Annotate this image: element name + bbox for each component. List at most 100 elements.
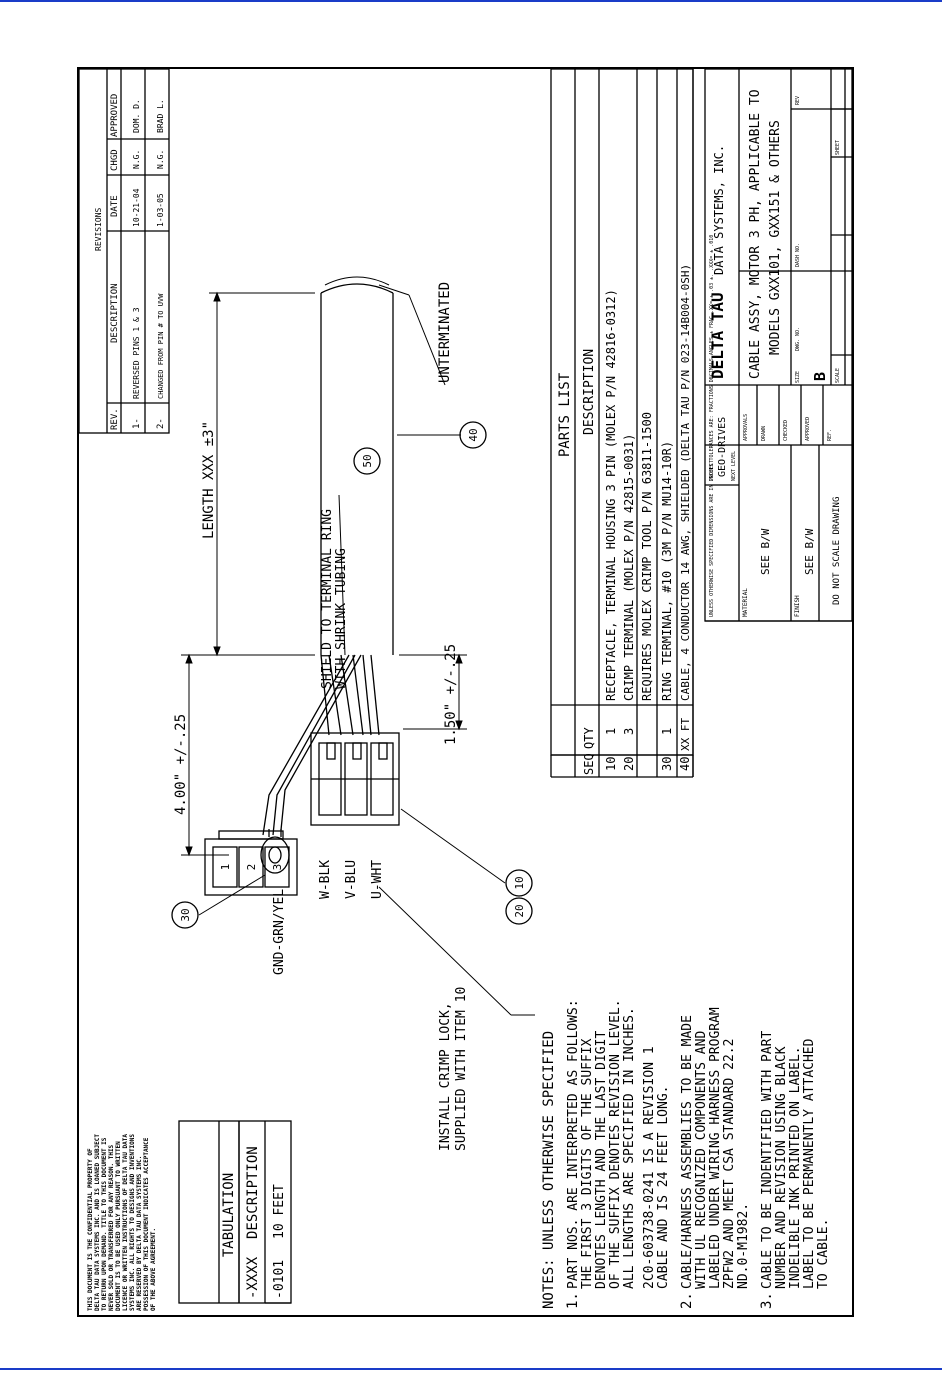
parts-r5-qty: XX FT [679, 718, 692, 751]
unterminated-label: UNTERMINATED [437, 282, 453, 383]
revisions-text: REVISIONS REV. DESCRIPTION DATE CHGD APP… [94, 94, 166, 430]
balloon-10-text: 10 [513, 876, 526, 889]
tabulation-text: TABULATION -XXXX DESCRIPTION -0101 10 FE… [221, 1146, 287, 1299]
note-1b-line-2: CABLE AND IS 24 FEET LONG. [656, 1086, 671, 1290]
tb-drawn-label: DRAWN [761, 426, 767, 441]
tabulation-table [178, 1120, 292, 1304]
parts-r2-seq: 20 [622, 757, 636, 771]
parts-r1-qty: 1 [604, 728, 618, 735]
leader-lines [198, 284, 535, 1016]
tabulation-title: TABULATION [221, 1173, 237, 1257]
tb-no-scale: DO NOT SCALE DRAWING [832, 497, 842, 605]
note-1-line-5: ALL LENGTHS ARE SPECIFIED IN INCHES. [622, 1007, 637, 1289]
parts-r2-desc: CRIMP TERMINAL (MOLEX P/N 42815-0031) [622, 434, 636, 701]
note-2-num: 2. [679, 1292, 695, 1309]
rev-row1-desc: REVERSED PINS 1 & 3 [132, 307, 141, 399]
note-2-line-4: ZPFW2 AND MEET CSA STANDARD 22.2 [722, 1039, 737, 1289]
drawing-sheet: THIS DOCUMENT IS THE CONFIDENTIAL PROPER… [79, 69, 852, 1315]
balloon-30-text: 30 [179, 908, 192, 921]
balloon-20-text: 20 [513, 904, 526, 917]
parts-r3-desc: REQUIRES MOLEX CRIMP TOOL P/N 63811-1500 [640, 412, 654, 701]
revisions-table [79, 69, 170, 434]
tb-ref-label: REF. [827, 429, 833, 441]
note-2-line-5: ND.0-M1982. [736, 1203, 751, 1289]
tb-finish-label: FINISH [794, 595, 801, 617]
u-label: U-WHT [370, 860, 385, 899]
pin-1-text: 1 [219, 864, 232, 871]
pin-2-text: 2 [245, 864, 258, 871]
note-3-line-4: LABEL TO BE PERMANENTLY ATTACHED [802, 1038, 817, 1289]
tb-next-level-label: NEXT LEVEL [731, 451, 737, 481]
tb-company-logo: DELTA TAU [708, 292, 727, 379]
tb-finish-value: SEE B/W [803, 528, 816, 575]
w-label: W-BLK [318, 860, 333, 899]
tab-row1-code: -0101 [272, 1260, 287, 1299]
gnd-label: GND-GRN/YEL [272, 889, 287, 975]
bottom-rule [0, 1368, 942, 1370]
tb-rev-label: REV [795, 96, 801, 105]
note-1b-line-1: 2C0-603738-0241 IS A REVISION 1 [642, 1046, 657, 1289]
rev-h-approved: APPROVED [110, 94, 120, 137]
tab-h-desc: DESCRIPTION [245, 1146, 261, 1239]
parts-r4-seq: 30 [660, 757, 674, 771]
tb-size-label: SIZE [795, 371, 801, 383]
parts-h-desc: DESCRIPTION [582, 349, 597, 435]
drawing-frame: THIS DOCUMENT IS THE CONFIDENTIAL PROPER… [77, 67, 854, 1317]
title-block [704, 69, 852, 622]
notes: NOTES: UNLESS OTHERWISE SPECIFIED 1. PAR… [541, 999, 831, 1309]
note-3-line-5: TO CABLE. [816, 1219, 831, 1289]
tb-tolerance: UNLESS OTHERWISE SPECIFIED DIMENSIONS AR… [709, 235, 715, 617]
dim-length-label: LENGTH XXX ±3" [201, 421, 217, 539]
rev-row2-appr: BRAD L. [156, 99, 165, 133]
tb-approvals-label: APPROVALS [743, 414, 749, 441]
balloon-50-text: 50 [361, 454, 374, 467]
tb-approved-label: APPROVED [805, 417, 811, 441]
parts-list-title: PARTS LIST [557, 372, 573, 457]
parts-r5-seq: 40 [678, 757, 692, 771]
rev-row2-date: 1-03-05 [156, 193, 165, 227]
rev-row1-chgd: N.G. [132, 150, 141, 169]
rev-row2-desc: CHANGED FROM PIN # TO UVW [157, 293, 165, 399]
note-1-line-4: OF THE SUFFIX DENOTES REVISION LEVEL. [608, 999, 623, 1289]
connector-housing [310, 732, 400, 826]
balloons [171, 421, 533, 929]
note-3-line-2: NUMBER AND REVISION USING BLACK [774, 1046, 789, 1289]
note-3-line-3: INDELIBLE INK PRINTED ON LABEL. [788, 1046, 803, 1289]
drawing-labels: 4.00" +/-.25 LENGTH XXX ±3" 1.50" +/-.25… [173, 282, 526, 1151]
tab-h-xxxx: -XXXX [245, 1256, 261, 1299]
shield-label-2: WITH SHRINK TUBING [334, 548, 349, 689]
revisions-title: REVISIONS [94, 207, 103, 251]
v-label: V-BLU [344, 860, 359, 899]
note-2-line-1: CABLE/HARNESS ASSEMBLIES TO BE MADE [680, 1015, 695, 1289]
tb-title-2: MODELS GXX101, GXX151 & OTHERS [768, 120, 783, 355]
tb-checked-label: CHECKED [783, 420, 789, 441]
tb-dwg-no-label: DWG. NO. [795, 327, 801, 351]
parts-list-table [550, 69, 694, 778]
tb-project-label: PROJECT [709, 460, 715, 481]
note-1-line-3: DENOTES LENGTH AND THE LAST DIGIT [594, 1031, 609, 1289]
tb-company-rest: DATA SYSTEMS, INC. [712, 145, 726, 275]
note-3-num: 3. [759, 1292, 775, 1309]
parts-r4-qty: 1 [660, 728, 674, 735]
dim-150-label: 1.50" +/-.25 [443, 644, 459, 745]
parts-r2-qty: 3 [622, 728, 636, 735]
drawing-svg: REVISIONS REV. DESCRIPTION DATE CHGD APP… [79, 69, 852, 1309]
dimension-lines [181, 291, 467, 857]
balloon-40-text: 40 [467, 428, 480, 441]
wires [262, 654, 380, 836]
tb-material-label: MATERIAL [742, 588, 749, 617]
parts-r4-desc: RING TERMINAL, #10 (3M P/N MU14-10R) [660, 441, 674, 701]
note-2-line-2: WITH UL RECOGNIZED COMPONENTS AND [694, 1031, 709, 1289]
parts-list-text: PARTS LIST SEQ QTY DESCRIPTION 10 1 RECE… [557, 264, 692, 775]
rev-h-chgd: CHGD [110, 149, 120, 171]
rev-h-desc: DESCRIPTION [110, 283, 120, 343]
pin-3-text: 3 [271, 864, 284, 871]
note-1-line-1: PART NOS. ARE INTERPRETED AS FOLLOWS: [566, 999, 581, 1289]
parts-r1-desc: RECEPTACLE, TERMINAL HOUSING 3 PIN (MOLE… [604, 289, 618, 701]
note-1-num: 1. [565, 1292, 581, 1309]
tb-project-value: GEO-DRIVES [717, 417, 728, 477]
connector-face [204, 830, 298, 896]
note-1-line-2: THE FIRST 3 DIGITS OF THE SUFFIX [580, 1038, 595, 1289]
parts-r1-seq: 10 [604, 757, 618, 771]
shield-label-1: SHIELD TO TERMINAL RING [320, 509, 335, 689]
